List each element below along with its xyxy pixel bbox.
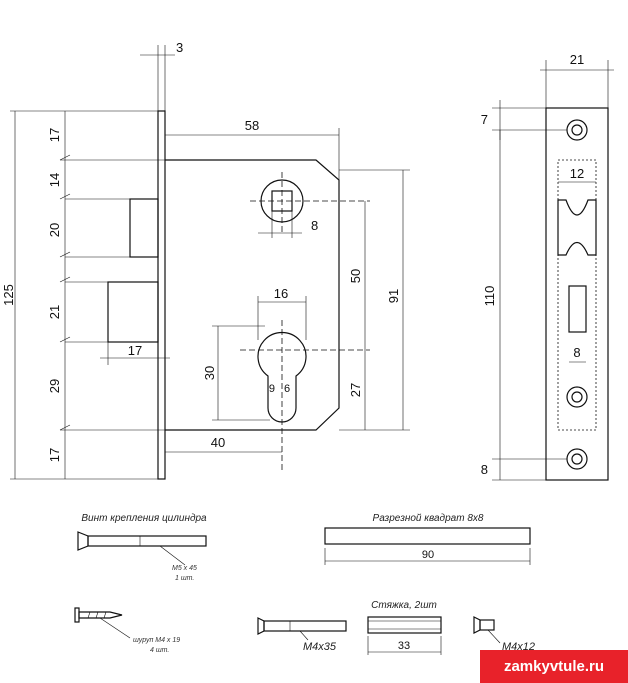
left-chain-dimension bbox=[14, 111, 71, 479]
dim-bolt-projection: 17 bbox=[128, 343, 142, 358]
short-bolt-drawing bbox=[473, 616, 501, 644]
dim-backset: 40 bbox=[211, 435, 225, 450]
vertical-body-dimensions bbox=[339, 169, 410, 431]
bolt-projection-dimension bbox=[100, 342, 170, 365]
faceplate bbox=[157, 110, 166, 480]
cylinder-screw-qty: 1 шт. bbox=[175, 575, 194, 582]
dim-cylinder-to-bottom: 27 bbox=[348, 383, 363, 397]
cylinder-screw-drawing bbox=[77, 531, 207, 566]
square-spindle-caption: Разрезной квадрат 8х8 bbox=[373, 513, 484, 524]
deadbolt bbox=[65, 281, 159, 343]
dim-total-height: 125 bbox=[1, 284, 16, 306]
wood-screw-drawing bbox=[74, 607, 131, 639]
dim-strike-bottom-offset: 8 bbox=[481, 462, 488, 477]
cylinder-cutout bbox=[240, 320, 370, 470]
dim-bottom-segment: 17 bbox=[47, 448, 62, 462]
dim-strike-bolt-width: 8 bbox=[573, 345, 580, 360]
faceplate-thickness-dimension bbox=[140, 45, 175, 111]
dim-spindle-square: 8 bbox=[311, 218, 318, 233]
square-spindle-length: 90 bbox=[422, 549, 434, 561]
square-spindle-drawing bbox=[324, 527, 531, 565]
lock-body bbox=[165, 159, 340, 431]
dim-body-height: 91 bbox=[386, 289, 401, 303]
dim-spindle-to-cylinder: 50 bbox=[348, 269, 363, 283]
dim-segment-2: 14 bbox=[47, 173, 62, 187]
tie-bolt-drawing bbox=[257, 617, 347, 641]
strike-plate bbox=[545, 107, 609, 481]
dim-strike-width: 21 bbox=[570, 52, 584, 67]
tie-caption: Стяжка, 2шт bbox=[371, 600, 437, 611]
spindle-hub bbox=[250, 172, 370, 235]
wood-screw-spec: шуруп М4 х 19 bbox=[133, 637, 180, 644]
dim-strike-latch-width: 12 bbox=[570, 166, 584, 181]
dim-cylinder-split-left: 9 bbox=[269, 383, 275, 395]
dim-cylinder-height: 30 bbox=[202, 366, 217, 380]
spindle-square-dimension bbox=[258, 211, 302, 238]
dim-segment-5: 29 bbox=[47, 379, 62, 393]
brand-watermark: zamkyvtule.ru bbox=[480, 650, 628, 683]
strike-dimensions bbox=[492, 60, 614, 481]
dim-body-width: 58 bbox=[245, 118, 259, 133]
tie-sleeve-length: 33 bbox=[398, 640, 410, 652]
tie-sleeve-drawing bbox=[367, 616, 442, 655]
tie-bolt-spec: M4x35 bbox=[303, 641, 337, 653]
left-extension-lines bbox=[10, 110, 165, 480]
body-width-dimension bbox=[165, 128, 340, 180]
dim-cylinder-width: 16 bbox=[274, 286, 288, 301]
cylinder-height-dimension bbox=[212, 325, 270, 421]
cylinder-width-dimension bbox=[257, 296, 307, 340]
cylinder-screw-caption: Винт крепления цилиндра bbox=[81, 513, 207, 524]
dim-strike-top-offset: 7 bbox=[481, 112, 488, 127]
wood-screw-qty: 4 шт. bbox=[150, 647, 169, 654]
dim-deadbolt-height: 21 bbox=[47, 305, 62, 319]
dim-cylinder-split-right: 6 bbox=[284, 383, 290, 395]
latch-bolt bbox=[65, 198, 159, 258]
cylinder-screw-spec: M5 x 45 bbox=[172, 565, 197, 572]
dim-faceplate-thickness: 3 bbox=[176, 40, 183, 55]
dim-latch-height: 20 bbox=[47, 223, 62, 237]
dim-strike-height: 110 bbox=[482, 286, 497, 307]
dim-top-segment: 17 bbox=[47, 128, 62, 142]
